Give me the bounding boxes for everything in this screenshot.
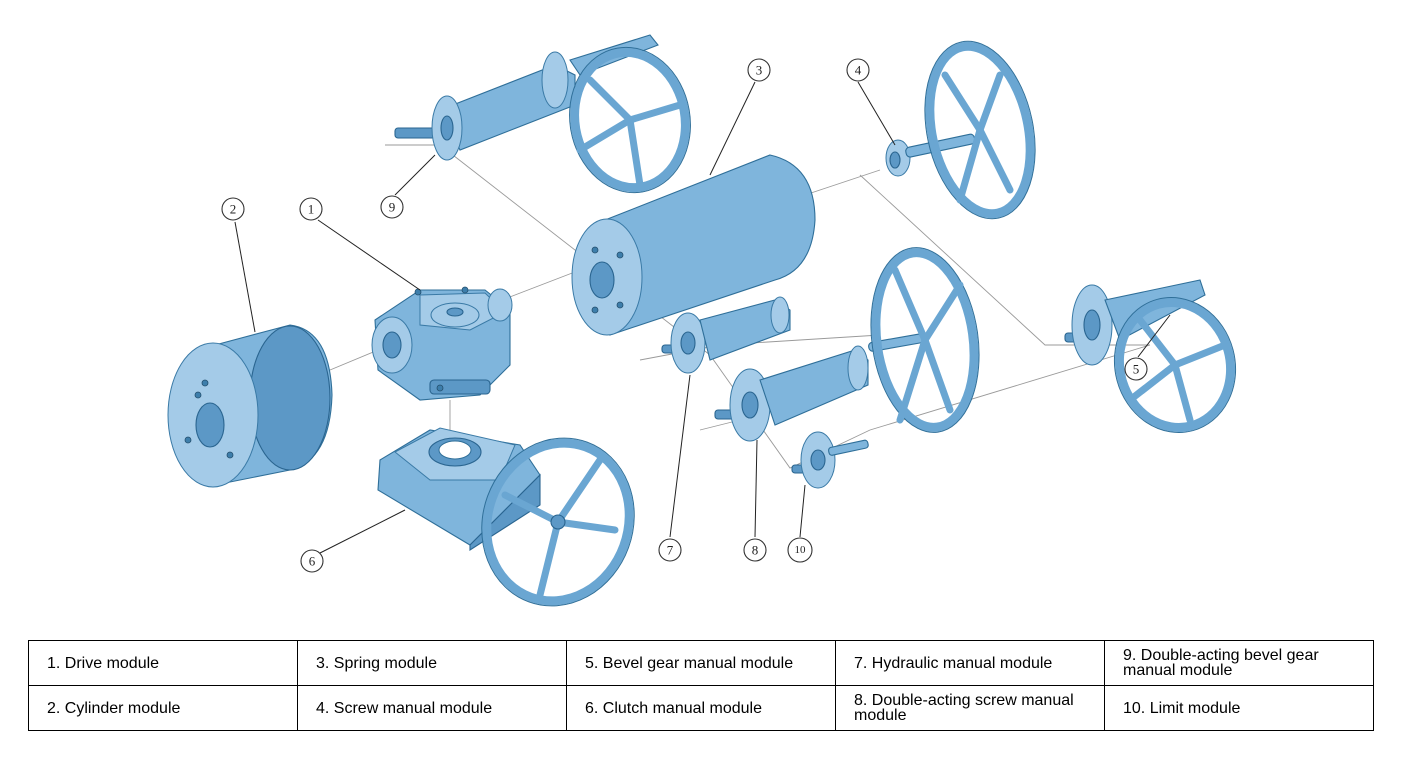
drive-module-part [371,286,513,401]
legend-cell-bevel-gear-manual-module: 5. Bevel gear manual module [566,640,836,686]
callout-10: 10 [787,537,813,563]
bevel-gear-manual-module-part [1064,279,1237,433]
legend-cell-double-acting-screw-module: 8. Double-acting screw manual module [835,685,1105,731]
limit-module-part [791,431,869,489]
legend-row: 2. Cylinder module 4. Screw manual modul… [28,685,1374,731]
legend-cell-cylinder-module: 2. Cylinder module [28,685,298,731]
callout-10-label: 10 [795,544,807,556]
callout-7-label: 7 [667,543,674,558]
spring-module-part [571,154,816,336]
legend-cell-screw-manual-module: 4. Screw manual module [297,685,567,731]
legend-cell-spring-module: 3. Spring module [297,640,567,686]
callout-5-label: 5 [1133,362,1140,377]
callout-3: 3 [747,58,771,82]
callout-6-label: 6 [309,554,316,569]
callout-7: 7 [658,538,682,562]
callout-6: 6 [300,549,324,573]
callout-5: 5 [1124,357,1148,381]
legend-cell-drive-module: 1. Drive module [28,640,298,686]
double-acting-bevel-gear-module-part [394,34,691,194]
clutch-manual-module-part [377,427,635,607]
exploded-view-diagram: 1 2 3 4 5 6 7 8 9 10 [167,34,1237,607]
callout-3-label: 3 [756,63,763,78]
legend-cell-double-acting-bevel-gear-module: 9. Double-acting bevel gear manual modul… [1104,640,1374,686]
callout-4-label: 4 [855,63,862,78]
leader-lines [234,81,1171,554]
callout-4: 4 [846,58,870,82]
legend-cell-limit-module: 10. Limit module [1104,685,1374,731]
callout-8: 8 [743,538,767,562]
callout-9: 9 [380,195,404,219]
legend-table: 1. Drive module 3. Spring module 5. Beve… [28,640,1374,731]
callout-1-label: 1 [308,202,315,217]
screw-manual-module-part [885,40,1036,220]
callout-2: 2 [221,197,245,221]
callout-2-label: 2 [230,202,237,217]
hydraulic-manual-module-part [661,296,791,374]
legend-row: 1. Drive module 3. Spring module 5. Beve… [28,640,1374,686]
callout-1: 1 [299,197,323,221]
callout-8-label: 8 [752,543,759,558]
cylinder-module-part [167,324,333,488]
callout-9-label: 9 [389,200,396,215]
double-acting-screw-module-part [714,247,980,442]
legend-cell-hydraulic-manual-module: 7. Hydraulic manual module [835,640,1105,686]
legend-cell-clutch-manual-module: 6. Clutch manual module [566,685,836,731]
